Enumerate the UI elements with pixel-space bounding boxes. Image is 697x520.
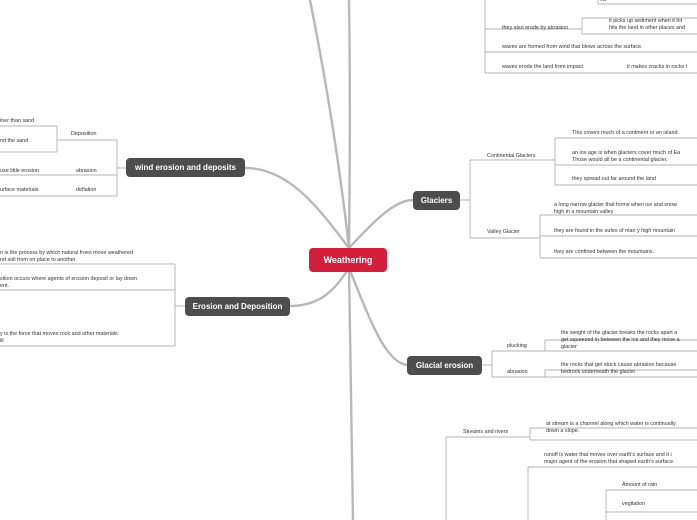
waves-impact-label: waves erode the land from impact [502,64,583,70]
glacial-abrasion-text: the rocks that get stuck cause abrasion … [561,362,677,375]
wind-abrasion-label: abrasion [76,168,97,174]
connector-glaciers [347,198,415,250]
factor-item: vegitation [622,501,646,507]
wind-abrasion-text: use little erosion [0,168,39,174]
waves-abrasion-text: it picks up sediment when it hit hits th… [609,18,686,31]
connector-top-left [308,0,351,250]
erosion-item: y is the force that moves rock and other… [0,331,118,344]
continental-item: they spread out far around the land [572,176,656,182]
central-label: Weathering [323,255,373,265]
valley-item: they are found in the sufes of man y hig… [554,228,676,234]
factor-item: Amount of rain [622,482,658,488]
waves-impact-text: it makes cracks in rocks t [627,64,688,70]
wind-deflation-label: deflation [76,187,97,193]
plucking-label: plucking [507,343,527,349]
valley-glacier-label: Valley Glacier [487,229,520,235]
wind-deposition-item: nd the sand [0,138,29,144]
continental-glaciers-label: Continental Glaciers [487,153,536,159]
glaciers-node[interactable]: Glaciers [413,191,460,210]
wind-deposition-label: Deposition [71,131,97,137]
glacial-erosion-node[interactable]: Glacial erosion [407,356,482,375]
stream-text: at stream is a channel along which water… [546,421,676,434]
connector-bottom [347,266,355,520]
connector-glacial [347,266,409,367]
erosion-item: n is the process by which natural froes … [0,250,134,263]
valley-item: they are confined between the mountains. [554,249,655,255]
valley-item: a long narrow glacier that forms when ic… [554,202,677,215]
wind-label: wind erosion and deposits [135,163,236,172]
wind-deflation-text: urface materials [0,187,39,193]
glaciers-label: Glaciers [420,196,453,205]
erosion-label: Erosion and Deposition [192,302,283,311]
runoff-text: runoff is water that moves over earth's … [544,452,675,465]
erosion-item: sition occurs where agents of erosion de… [0,276,137,289]
waves-formed-text: waves are formed from wind that blows ac… [502,44,643,50]
wind-node[interactable]: wind erosion and deposits [126,158,245,177]
central-node[interactable]: Weathering [309,248,387,272]
plucking-text: the weight of the glacier breaks the roc… [561,330,680,350]
continental-item: an ice age is when glaciers cover much o… [572,150,681,163]
waves-abrasion-label: they also erode by abrasion [502,25,569,31]
streams-label: Streams and rivers [463,429,509,435]
glacial-abrasion-label: abrasion [507,369,528,375]
erosion-node[interactable]: Erosion and Deposition [185,297,290,316]
continental-item: This covers much of a continent or an is… [572,130,679,136]
waves-top-fragment: ea [600,0,606,3]
wind-deposition-item: iner than sand [0,118,35,124]
connector-top [347,0,351,250]
connector-erosion [288,266,351,308]
connector-wind [243,166,351,250]
glacial-erosion-label: Glacial erosion [415,361,474,370]
